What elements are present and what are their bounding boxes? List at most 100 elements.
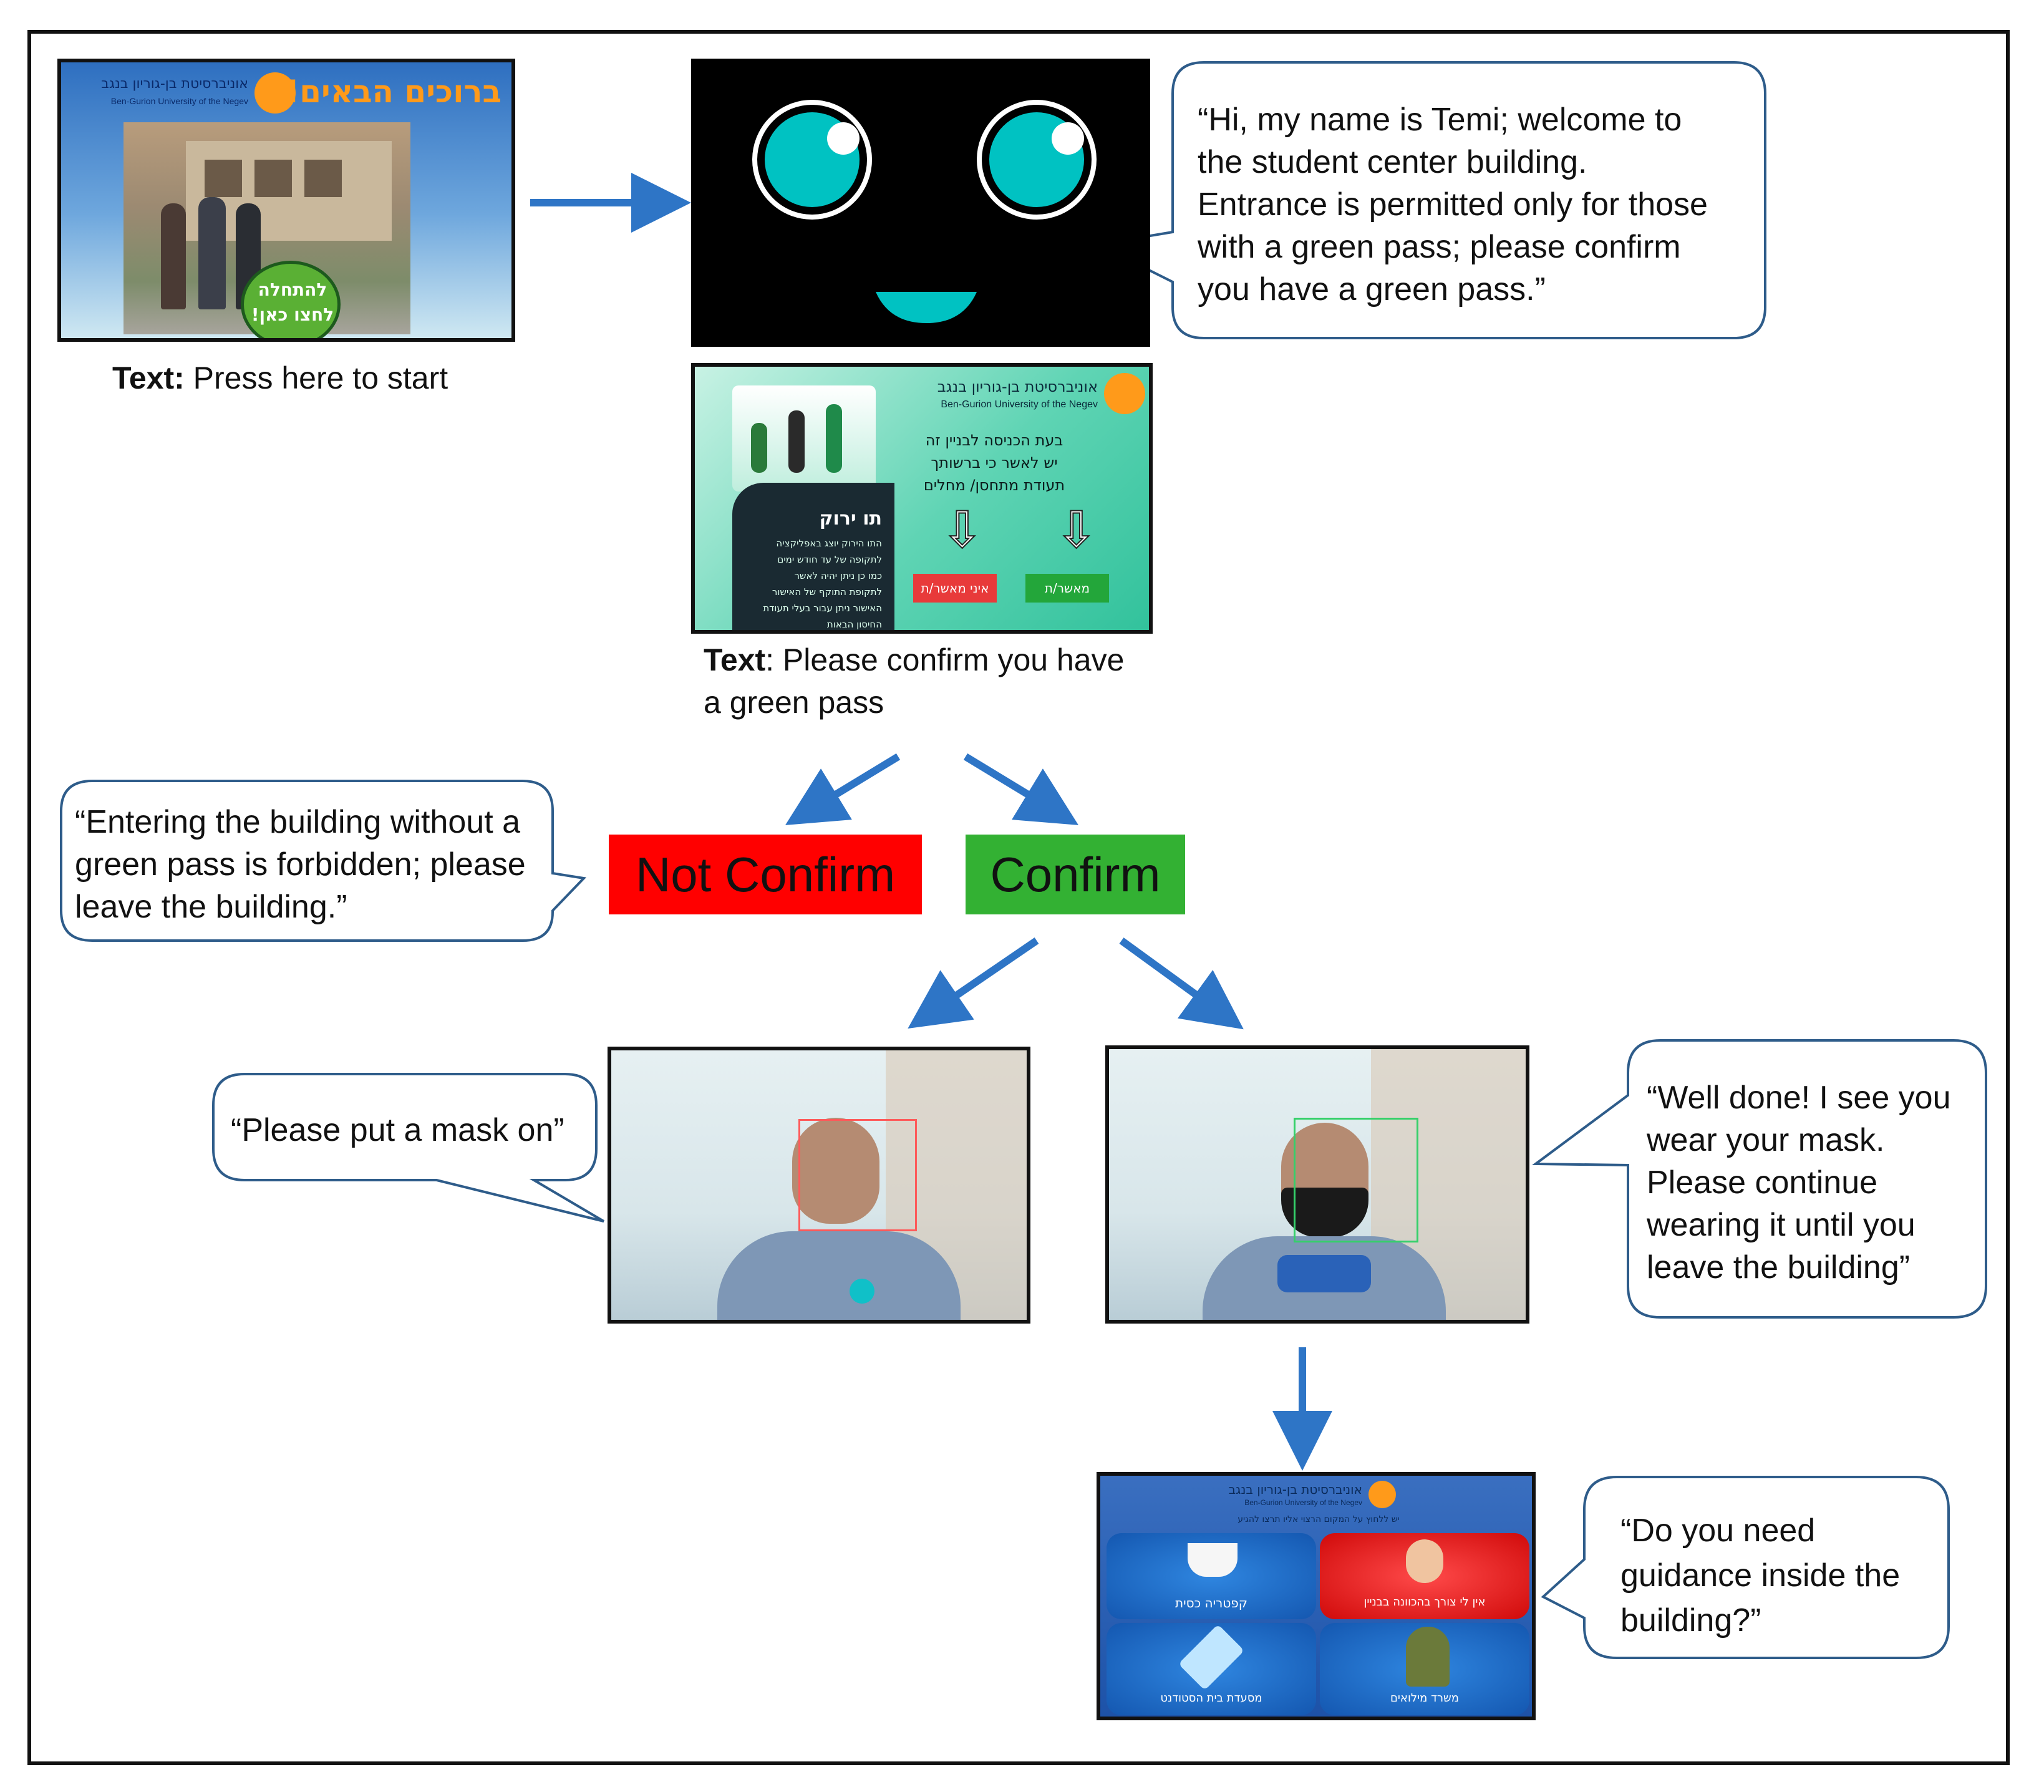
pass-not-confirm-button[interactable]: איני מאשר/ת [913, 574, 997, 603]
tile-coffee[interactable]: קפטריה כסית [1107, 1533, 1316, 1619]
masked-person-icon [1406, 1539, 1443, 1583]
speech-line: green pass is forbidden; please [75, 846, 526, 883]
speech-line: the student center building. [1198, 144, 1587, 180]
instruction-line: יש לאשר כי ברשותך [931, 454, 1058, 472]
arrow-to-no-mask [908, 937, 1039, 1029]
pass-info-text: התו הירוק יוצג באפליקציה לתקופה של עד חו… [745, 535, 882, 630]
tile-cafeteria-label: מסעדת בית הסטודנט [1160, 1692, 1262, 1705]
pass-caption: Text: Please confirm you have a green pa… [704, 639, 1124, 724]
university-name-heb: אוניברסיטת בן-גוריון בנגב [937, 378, 1098, 395]
robot-speech-text: “Hi, my name is Temi; welcome to the stu… [1198, 99, 1708, 311]
face-mask [1281, 1188, 1368, 1237]
guidance-speech-text: “Do you need guidance inside the buildin… [1620, 1508, 1900, 1643]
info-line: החיסון הבאות [826, 619, 882, 630]
guidance-menu-screen: אוניברסיטת בן-גוריון בנגב Ben-Gurion Uni… [1097, 1472, 1536, 1720]
start-button[interactable] [241, 261, 341, 338]
green-pass-screen: תו ירוק התו הירוק יוצג באפליקציה לתקופה … [691, 363, 1153, 634]
tile-no-guidance-label: אין לי צורך בהכוונה בבניין [1363, 1596, 1486, 1609]
speech-line: wearing it until you [1647, 1207, 1916, 1243]
speech-line: leave the building.” [75, 889, 347, 925]
university-name-en: Ben-Gurion University of the Negev [110, 96, 248, 106]
camera-with-mask [1105, 1045, 1529, 1324]
green-pass-title: תו ירוק [819, 508, 882, 530]
tile-cafeteria[interactable]: מסעדת בית הסטודנט [1107, 1623, 1316, 1715]
pass-info-panel [732, 483, 894, 630]
robot-mouth [876, 292, 977, 323]
university-logo-icon [254, 72, 296, 114]
mask-speech-text: “Please put a mask on” [231, 1112, 564, 1148]
info-line: האישור ניתן עבור בעלי תעודת [763, 603, 882, 614]
speech-line: wear your mask. [1647, 1122, 1885, 1158]
start-caption: Text: Press here to start [112, 357, 448, 399]
university-name-en: Ben-Gurion University of the Negev [1244, 1498, 1362, 1507]
diagram-frame [27, 30, 2010, 1765]
info-line: לתקופת התוקף של האישור [772, 586, 882, 598]
well-done-speech-bubble [1532, 1039, 1987, 1319]
forbidden-speech-bubble [60, 780, 587, 942]
start-button-label-1: להתחלה [258, 279, 327, 300]
tile-reserves[interactable]: משרד מילואים [1320, 1623, 1529, 1715]
tile-reserves-label: משרד מילואים [1390, 1692, 1460, 1705]
face-detection-box-red [798, 1119, 917, 1231]
info-line: לתקופה של עד חודש ימים [777, 554, 882, 565]
speech-line: “Do you need [1620, 1513, 1816, 1549]
person-head [792, 1118, 879, 1224]
start-caption-text: Press here to start [184, 361, 448, 395]
speech-line: “Hi, my name is Temi; welcome to [1198, 102, 1682, 138]
pass-illustration [732, 385, 876, 492]
start-screen: ברוכים הבאים! אוניברסיטת בן-גוריון בנגב … [57, 59, 515, 342]
coffee-cup-icon [1188, 1543, 1238, 1577]
speech-line: building?” [1620, 1602, 1761, 1639]
instruction-line: תעודת מתחסן/ מחלים [923, 477, 1065, 494]
speech-line: “Well done! I see you [1647, 1080, 1951, 1116]
start-caption-label: Text: [112, 361, 185, 395]
university-name-heb: אוניברסיטת בן-גוריון בנגב [101, 76, 248, 92]
not-confirm-button[interactable]: Not Confirm [609, 835, 922, 914]
well-done-speech-text: “Well done! I see you wear your mask. Pl… [1647, 1077, 1951, 1289]
arrow-to-confirm [963, 753, 1079, 825]
confirm-button[interactable]: Confirm [966, 835, 1185, 914]
start-button-label-2: לחצו כאן! [251, 304, 334, 325]
camera-no-mask [608, 1047, 1030, 1324]
soldier-icon [1406, 1627, 1450, 1687]
down-arrow-icon: ⇩ [1055, 502, 1098, 558]
status-dot-icon [850, 1279, 874, 1304]
speech-line: leave the building” [1647, 1249, 1911, 1286]
university-logo-icon [1368, 1481, 1396, 1508]
pass-caption-label: Text [704, 642, 766, 677]
robot-face-screen [691, 59, 1150, 347]
info-line: התו הירוק יוצג באפליקציה [776, 538, 882, 549]
university-logo-icon [1104, 373, 1145, 414]
arrow-to-not-confirm [785, 753, 901, 825]
speech-line: Please continue [1647, 1165, 1878, 1201]
speech-line: Entrance is permitted only for those [1198, 186, 1708, 223]
guidance-speech-bubble [1541, 1476, 1950, 1659]
welcome-heading: ברוכים הבאים! [285, 74, 501, 110]
speech-line: with a green pass; please confirm [1198, 229, 1681, 265]
menu-subtitle: יש ללחוץ על המקום הרצוי אליו תרצו להגיע [1238, 1514, 1400, 1524]
face-detection-box-green [1294, 1118, 1418, 1242]
speech-line: guidance inside the [1620, 1557, 1901, 1594]
university-name-heb: אוניברסיטת בן-גוריון בנגב [1228, 1482, 1362, 1497]
campus-photo [124, 122, 410, 334]
down-arrow-icon: ⇩ [941, 502, 984, 558]
tile-coffee-label: קפטריה כסית [1175, 1596, 1247, 1610]
phone-device [1277, 1255, 1371, 1292]
tile-no-guidance[interactable]: אין לי צורך בהכוונה בבניין [1320, 1533, 1529, 1619]
mask-speech-bubble [212, 1073, 605, 1223]
speech-line: “Entering the building without a [75, 804, 521, 840]
pass-caption-text-2: a green pass [704, 685, 884, 720]
speech-line: you have a green pass.” [1198, 271, 1546, 308]
cutlery-icon [1178, 1624, 1245, 1691]
person-body [717, 1231, 961, 1320]
instruction-line: בעת הכניסה לבניין זה [925, 432, 1063, 449]
pass-caption-text: : Please confirm you have [765, 642, 1125, 677]
arrow-to-mask [1119, 937, 1244, 1030]
info-line: כמו כן ניתן יהיה לאשר [794, 570, 882, 581]
pass-instruction: בעת הכניסה לבניין זה יש לאשר כי ברשותך ת… [901, 429, 1088, 496]
robot-speech-bubble [1093, 61, 1766, 339]
pass-confirm-button[interactable]: מאשר/ת [1025, 574, 1109, 603]
university-name-en: Ben-Gurion University of the Negev [941, 399, 1098, 410]
forbidden-speech-text: “Entering the building without a green p… [75, 801, 526, 928]
